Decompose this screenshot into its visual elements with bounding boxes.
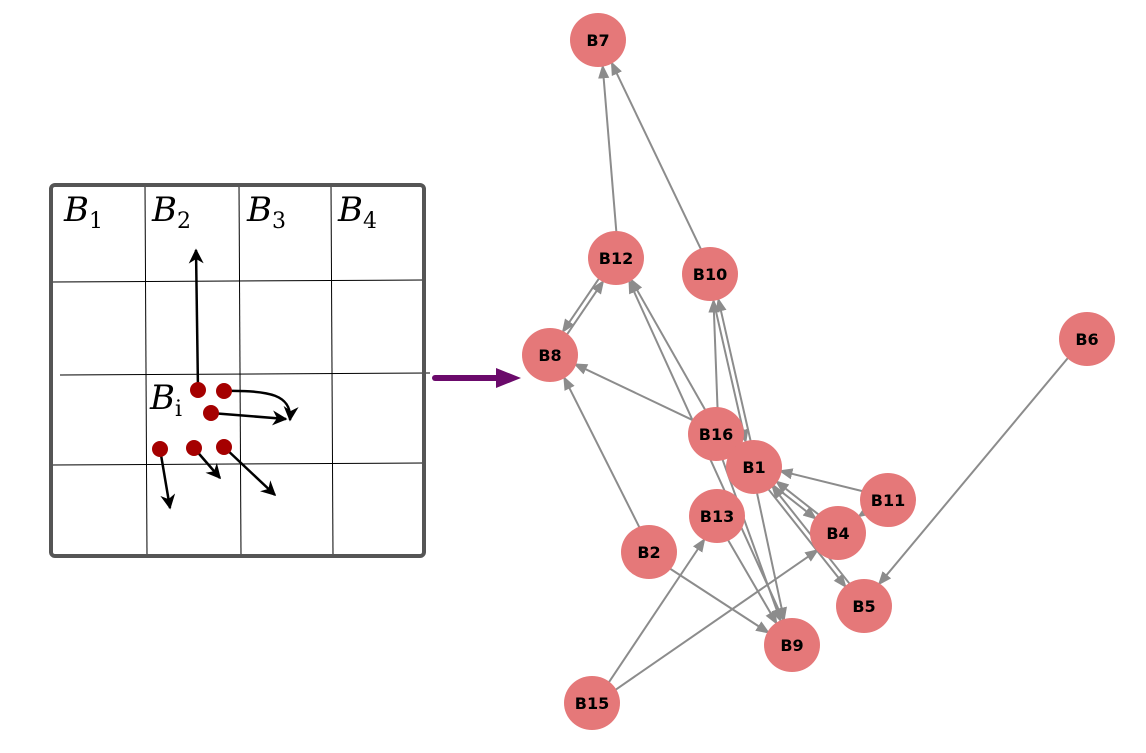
edge-b10-to-b1 xyxy=(712,299,749,444)
node-label: B4 xyxy=(826,524,849,543)
node-circle xyxy=(522,328,578,382)
node-b6: B6 xyxy=(1059,312,1115,366)
node-b16: B16 xyxy=(688,407,744,461)
node-b15: B15 xyxy=(564,676,620,730)
node-label: B5 xyxy=(852,597,875,616)
edge-b1-to-b5 xyxy=(767,488,847,589)
particle xyxy=(186,440,202,456)
edge-b11-to-b1 xyxy=(778,468,864,493)
edge-b2-to-b8 xyxy=(563,375,641,529)
svg-text:Bi: Bi xyxy=(149,378,182,422)
particle xyxy=(203,405,219,421)
particle-arrow-down-1 xyxy=(158,448,176,510)
node-circle xyxy=(588,231,644,285)
grid-lines xyxy=(50,184,431,557)
particle xyxy=(216,383,232,399)
node-circle xyxy=(689,489,745,543)
node-b9: B9 xyxy=(764,618,820,672)
svg-text:B1: B1 xyxy=(63,190,103,234)
node-label: B16 xyxy=(699,425,733,444)
edge-b6-to-b5 xyxy=(877,356,1070,586)
node-label: B13 xyxy=(700,507,734,526)
node-circle xyxy=(621,525,677,579)
node-label: B1 xyxy=(742,458,765,477)
particle xyxy=(152,441,168,457)
svg-text:B4: B4 xyxy=(337,190,377,234)
node-label: B2 xyxy=(637,543,660,562)
cell-label-b1: B1 xyxy=(63,190,103,234)
node-circle xyxy=(1059,312,1115,366)
particle-arrow-up xyxy=(188,248,204,391)
node-b11: B11 xyxy=(860,473,916,527)
node-b2: B2 xyxy=(621,525,677,579)
node-label: B10 xyxy=(693,265,727,284)
node-b4: B4 xyxy=(810,506,866,560)
particle xyxy=(190,382,206,398)
cell-label-b4: B4 xyxy=(337,190,377,234)
edge-b16-to-b10 xyxy=(708,298,720,408)
edge-b12-to-b7 xyxy=(598,64,618,232)
cell-label-bi: Bi xyxy=(149,378,182,422)
node-b8: B8 xyxy=(522,328,578,382)
svg-text:B3: B3 xyxy=(246,190,286,234)
node-b7: B7 xyxy=(570,13,626,67)
node-circle xyxy=(570,13,626,67)
svg-text:B2: B2 xyxy=(151,190,191,234)
particle-arrow-down-3 xyxy=(223,446,277,497)
node-circle xyxy=(564,676,620,730)
node-circle xyxy=(682,247,738,301)
node-circle xyxy=(810,506,866,560)
node-b12: B12 xyxy=(588,231,644,285)
cell-label-b3: B3 xyxy=(246,190,286,234)
edge-b16-to-b9 xyxy=(721,458,782,623)
edge-b16-to-b8 xyxy=(573,363,695,422)
node-b10: B10 xyxy=(682,247,738,301)
edge-b13-to-b9 xyxy=(727,539,778,625)
node-label: B15 xyxy=(575,694,609,713)
node-label: B12 xyxy=(599,249,633,268)
edge-b16-to-b12 xyxy=(630,278,707,411)
cell-label-b2: B2 xyxy=(151,190,191,234)
edge-b15-to-b4 xyxy=(614,549,820,692)
node-circle xyxy=(836,579,892,633)
node-b1: B1 xyxy=(726,440,782,494)
graph-edges xyxy=(561,61,1070,692)
node-circle xyxy=(764,618,820,672)
transition-arrow xyxy=(432,368,521,388)
node-label: B9 xyxy=(780,636,803,655)
particle-arrow-right xyxy=(210,410,288,426)
node-label: B11 xyxy=(871,491,905,510)
node-circle xyxy=(860,473,916,527)
node-b13: B13 xyxy=(689,489,745,543)
node-label: B8 xyxy=(538,346,561,365)
node-label: B6 xyxy=(1075,330,1098,349)
grid-panel: B1 B2 B3 B4 Bi xyxy=(49,183,431,558)
node-label: B7 xyxy=(586,31,609,50)
edge-b10-to-b7 xyxy=(610,61,702,250)
edge-b12-to-b8 xyxy=(561,277,601,334)
edge-b8-to-b12 xyxy=(565,279,605,336)
node-circle xyxy=(688,407,744,461)
node-circle xyxy=(726,440,782,494)
edge-b1-to-b9 xyxy=(756,492,787,622)
particle-arrows xyxy=(158,248,299,510)
particle xyxy=(216,439,232,455)
node-b5: B5 xyxy=(836,579,892,633)
edge-b1-to-b10 xyxy=(715,297,752,442)
grid-border xyxy=(49,183,426,558)
edge-b2-to-b9 xyxy=(668,567,771,634)
particle-arrow-curve xyxy=(223,389,299,422)
particles xyxy=(152,382,232,457)
edge-b15-to-b13 xyxy=(607,537,706,684)
